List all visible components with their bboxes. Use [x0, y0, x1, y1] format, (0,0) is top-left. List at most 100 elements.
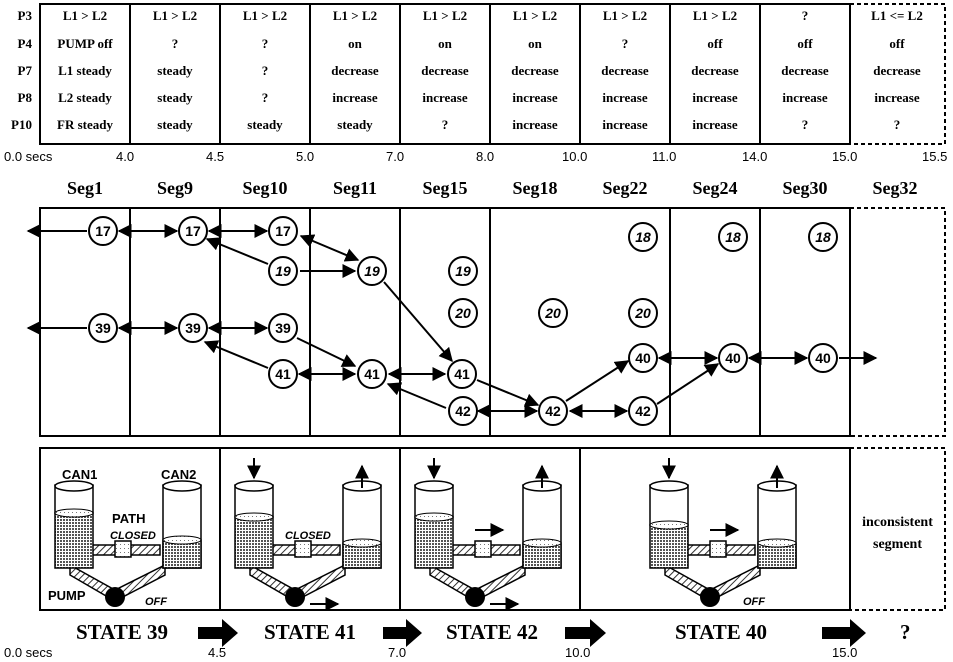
off-label-state39: OFF [145, 596, 167, 608]
tank-system-state-42 [414, 458, 562, 611]
valve-icon [114, 540, 132, 558]
pump-icon [285, 587, 305, 607]
can2-surface [342, 538, 382, 548]
state-unknown-label: ? [900, 620, 911, 644]
node-20-seg22: 20 [628, 298, 658, 328]
cell-c5-p7: decrease [511, 63, 559, 78]
tick-top-3: 5.0 [296, 149, 315, 164]
cell-c4-p3: L1 > L2 [422, 8, 468, 23]
node-39-seg10: 39 [268, 313, 298, 343]
param-p10: P10 [11, 117, 32, 132]
segment-label-seg32: Seg32 [872, 178, 918, 198]
can1-liquid [414, 516, 454, 569]
can2-surface [757, 538, 797, 548]
tick-bottom-3: 10.0 [565, 645, 591, 660]
node-42-seg15: 42 [448, 396, 478, 426]
state-42-label: STATE 42 [446, 620, 538, 644]
node-20-seg15: 20 [448, 298, 478, 328]
cell-c7-p10: increase [692, 117, 738, 132]
cell-c6-p3: L1 > L2 [602, 8, 648, 23]
node-17-seg1: 17 [88, 216, 118, 246]
cell-c9-p8: increase [874, 90, 920, 105]
cell-c2-p4: ? [261, 36, 269, 51]
can1-liquid [234, 516, 274, 569]
param-p7: P7 [17, 63, 32, 78]
cell-c4-p7: decrease [421, 63, 469, 78]
cell-c7-p4: off [707, 36, 723, 51]
can2-surface [162, 535, 202, 545]
cell-c9-p4: off [889, 36, 905, 51]
segment-label-seg9: Seg9 [157, 178, 193, 198]
tick-top-4: 7.0 [386, 149, 405, 164]
tick-top-6: 10.0 [562, 149, 588, 164]
cell-c9-p10: ? [893, 117, 901, 132]
cell-c7-p8: increase [692, 90, 738, 105]
cell-c3-p3: L1 > L2 [332, 8, 378, 23]
segment-label-seg10: Seg10 [242, 178, 288, 198]
tick-bottom-2: 7.0 [388, 645, 407, 660]
cell-c0-r3: L2 steady [58, 90, 112, 105]
param-p3: P3 [17, 8, 32, 23]
cell-c4-p4: on [438, 36, 452, 51]
cell-c8-p10: ? [801, 117, 809, 132]
closed-label-state41: CLOSED [285, 530, 331, 542]
cell-c2-p7: ? [261, 63, 269, 78]
cell-c6-p8: increase [602, 90, 648, 105]
cell-c9-p7: decrease [873, 63, 921, 78]
cell-c0-r2: L1 steady [58, 63, 112, 78]
pump-icon [105, 587, 125, 607]
cell-c6-p7: decrease [601, 63, 649, 78]
node-17-seg10: 17 [268, 216, 298, 246]
tick-top-9: 15.0 [832, 149, 858, 164]
cell-c6-p10: increase [602, 117, 648, 132]
cell-c9-p3: L1 <= L2 [871, 8, 923, 23]
tick-top-2: 4.5 [206, 149, 225, 164]
cell-c7-p3: L1 > L2 [692, 8, 738, 23]
segment-label-seg18: Seg18 [512, 178, 558, 198]
node-39-seg1: 39 [88, 313, 118, 343]
cell-c2-p10: steady [247, 117, 283, 132]
node-39-seg9: 39 [178, 313, 208, 343]
can1-rim [414, 480, 454, 492]
cell-c5-p4: on [528, 36, 542, 51]
can1-surface [54, 508, 94, 518]
state-41-label: STATE 41 [264, 620, 356, 644]
inconsistent-segment-label: inconsistent segment [862, 515, 933, 552]
node-20-seg18: 20 [538, 298, 568, 328]
valve-icon [474, 540, 492, 558]
can1-surface [649, 520, 689, 530]
can2-label: CAN2 [161, 467, 197, 482]
param-p8: P8 [17, 90, 32, 105]
tick-top-8: 14.0 [742, 149, 768, 164]
cell-c5-p3: L1 > L2 [512, 8, 558, 23]
transition-edges [26, 224, 878, 418]
can1-surface [414, 512, 454, 522]
path-label: PATH [112, 511, 146, 526]
cell-c3-p8: increase [332, 90, 378, 105]
node-18-seg30: 18 [808, 222, 838, 252]
can1-label: CAN1 [62, 467, 98, 482]
cell-c1-p7: steady [157, 63, 193, 78]
can1-liquid [54, 512, 94, 569]
cell-c1-p10: steady [157, 117, 193, 132]
off-label-state40: OFF [743, 596, 765, 608]
can1-liquid [649, 524, 689, 569]
cell-c3-p4: on [348, 36, 362, 51]
can2-liquid [162, 539, 202, 569]
tank-system-state-41 [234, 458, 382, 611]
tick-top-10: 15.5 [922, 149, 948, 164]
node-40-seg30: 40 [808, 343, 838, 373]
segment-label-seg30: Seg30 [782, 178, 828, 198]
valve-icon [709, 540, 727, 558]
tick-top-5: 8.0 [476, 149, 495, 164]
node-17-seg9: 17 [178, 216, 208, 246]
can2-rim [162, 480, 202, 492]
cell-c2-p3: L1 > L2 [242, 8, 288, 23]
valve-icon [294, 540, 312, 558]
segment-label-seg22: Seg22 [602, 178, 648, 198]
cell-c7-p7: decrease [691, 63, 739, 78]
cell-c5-p10: increase [512, 117, 558, 132]
can2-liquid [342, 542, 382, 569]
node-42-seg18: 42 [538, 396, 568, 426]
